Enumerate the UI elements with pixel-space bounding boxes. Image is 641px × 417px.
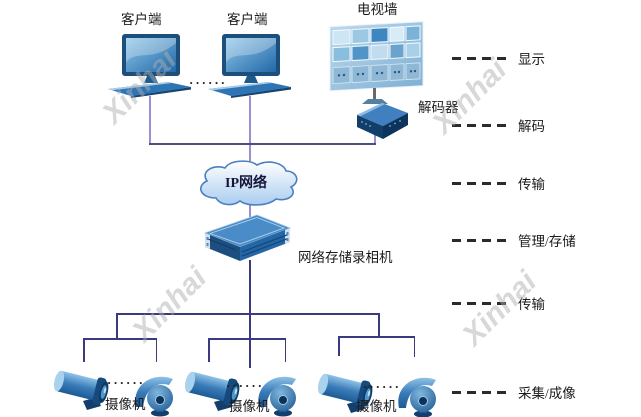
group1-ellipsis: ······ <box>107 375 146 390</box>
decoder-label: 解码器 <box>418 100 459 115</box>
line-bracket2-right <box>284 338 286 362</box>
line-bracket1 <box>83 338 157 340</box>
dome-camera1-icon <box>135 376 173 417</box>
line-bracket3 <box>338 336 415 338</box>
line-bottom-bus <box>116 313 379 315</box>
legend-dash <box>452 123 506 127</box>
line-client2-down <box>249 96 251 163</box>
legend-row-display: 显示 <box>452 49 545 67</box>
bullet-camera1-icon <box>53 370 109 410</box>
decoder-icon <box>357 103 408 139</box>
line-group1-stem <box>116 313 118 338</box>
group2-ellipsis: ······ <box>226 378 265 393</box>
tv-wall-icon <box>329 21 424 104</box>
legend-row-decode: 解码 <box>452 116 545 134</box>
ip-network-label: IP网络 <box>225 176 267 191</box>
legend-row-transmission-top: 传输 <box>452 174 545 192</box>
line-bracket3-right <box>413 336 415 357</box>
client2-label: 客户端 <box>227 12 268 27</box>
nvr-label: 网络存储录相机 <box>298 250 393 265</box>
clients-ellipsis: ······ <box>189 75 228 90</box>
line-decoder-down <box>374 131 376 144</box>
client2-computer-icon <box>208 34 291 98</box>
dome-camera3-icon <box>398 377 436 417</box>
legend-label-transmission-bottom: 传输 <box>518 297 545 312</box>
dome-camera2-icon <box>258 376 296 417</box>
legend-row-manage-storage: 管理/存储 <box>452 231 576 249</box>
line-cloud-nvr <box>249 203 251 217</box>
line-bracket2-left <box>208 338 210 362</box>
bullet-camera2-icon <box>184 371 240 411</box>
legend-label-capture-imaging: 采集/成像 <box>518 386 576 401</box>
line-top-bus <box>149 143 376 145</box>
client1-label: 客户端 <box>121 12 162 27</box>
legend-dash <box>452 301 506 305</box>
camera2-label: 摄像机 <box>229 399 270 414</box>
legend-label-display: 显示 <box>518 52 545 67</box>
tv-wall-label: 电视墙 <box>357 2 398 17</box>
legend-row-capture-imaging: 采集/成像 <box>452 383 576 401</box>
legend-row-transmission-bottom: 传输 <box>452 294 545 312</box>
line-bracket3-left <box>338 336 340 356</box>
legend-label-manage-storage: 管理/存储 <box>518 234 576 249</box>
legend-dash <box>452 238 506 242</box>
line-group3-stem <box>378 313 380 337</box>
legend-dash <box>452 181 506 185</box>
line-bracket2 <box>208 338 286 340</box>
group3-ellipsis: ······ <box>363 379 402 394</box>
legend-label-decode: 解码 <box>518 119 545 134</box>
watermark-text: Xinhai <box>126 261 214 349</box>
nvr-icon <box>203 214 292 261</box>
legend-dash <box>452 390 506 394</box>
line-bracket1-right <box>155 338 157 362</box>
line-client1-down <box>149 96 151 144</box>
legend-dash <box>452 56 506 60</box>
legend-label-transmission-top: 传输 <box>518 177 545 192</box>
ip-network-cloud-icon <box>200 160 298 206</box>
bullet-camera3-icon <box>317 373 373 413</box>
line-bracket1-left <box>83 338 85 362</box>
client1-computer-icon <box>108 34 191 98</box>
camera1-label: 摄像机 <box>105 397 146 412</box>
camera3-label: 摄像机 <box>356 399 397 414</box>
